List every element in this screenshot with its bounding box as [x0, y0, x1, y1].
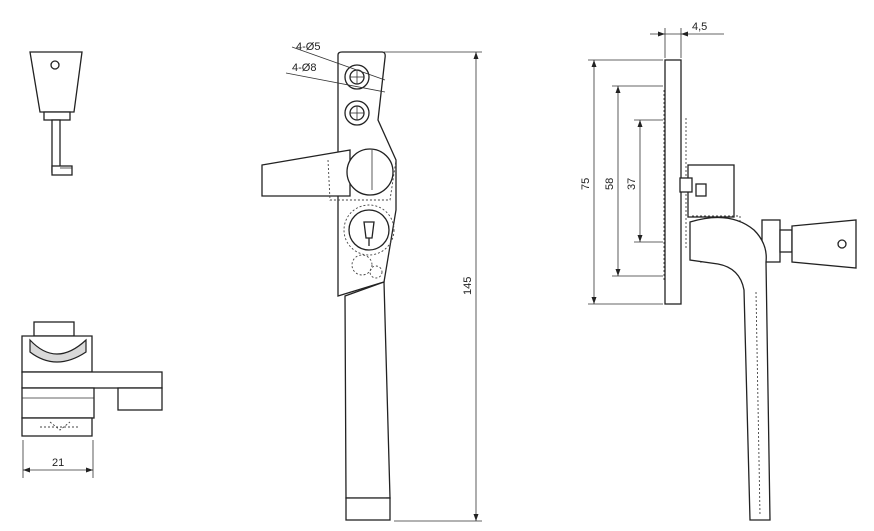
hole-large-label: 4-Ø8	[292, 62, 316, 74]
handle-front-view	[261, 51, 397, 521]
dimension-plate-thickness: 4,5	[650, 21, 724, 58]
overall-length-label: 145	[462, 277, 474, 295]
dimension-hole-spacing-inner: 37	[626, 119, 663, 243]
dimension-overall-length: 145	[384, 51, 482, 522]
lock-cylinder	[343, 204, 395, 279]
dimension-hole-callouts: 4-Ø5 4-Ø8	[285, 41, 386, 93]
handle-bottom-view	[21, 321, 163, 437]
hole-small-label: 4-Ø5	[296, 41, 320, 53]
key-front-view	[29, 51, 83, 176]
hole-spacing-outer-label: 58	[604, 178, 616, 190]
dimension-hole-spacing-outer: 58	[604, 85, 663, 277]
dimension-base-width: 21	[22, 440, 94, 478]
base-width-label: 21	[52, 457, 64, 469]
key-side-view	[791, 219, 857, 269]
screw-hole-lower	[344, 100, 370, 126]
hole-spacing-inner-label: 37	[626, 178, 638, 190]
plate-thickness-label: 4,5	[692, 21, 707, 33]
handle-side-view	[663, 59, 857, 521]
plate-height-label: 75	[580, 178, 592, 190]
dimension-plate-height: 75	[580, 59, 663, 305]
